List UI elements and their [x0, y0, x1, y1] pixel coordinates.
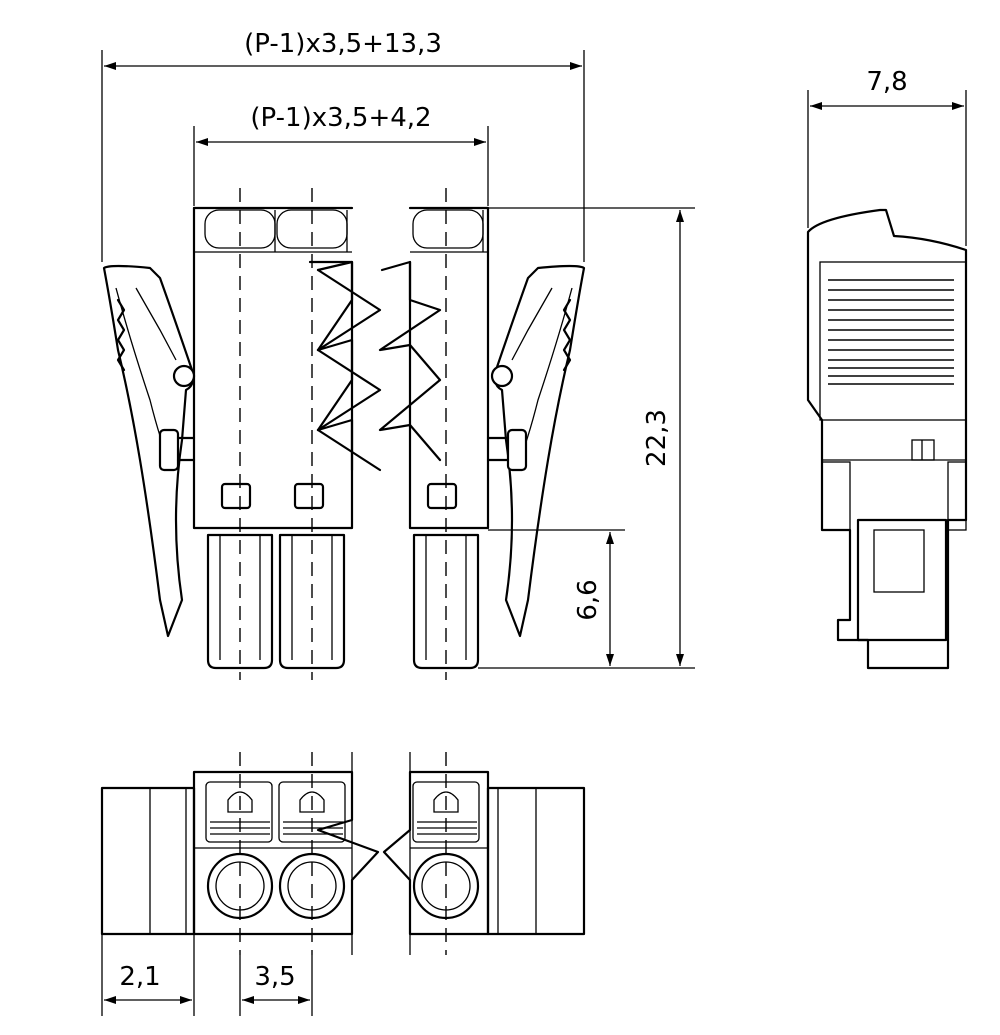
bottom-view	[100, 752, 586, 955]
body-width-label: (P-1)x3,5+4,2	[250, 103, 431, 133]
pitch-label: 3,5	[254, 962, 295, 992]
side-view	[806, 208, 968, 670]
terminal-hatching	[210, 821, 477, 835]
overall-width-label: (P-1)x3,5+13,3	[244, 29, 442, 59]
depth-label: 7,8	[866, 67, 907, 97]
height-label: 22,3	[642, 409, 672, 467]
pin-length-label: 6,6	[573, 579, 603, 620]
ridge-stripes	[828, 279, 954, 385]
front-view	[102, 188, 586, 680]
edge-offset-label: 2,1	[119, 962, 160, 992]
dimension-lines	[101, 50, 967, 1016]
